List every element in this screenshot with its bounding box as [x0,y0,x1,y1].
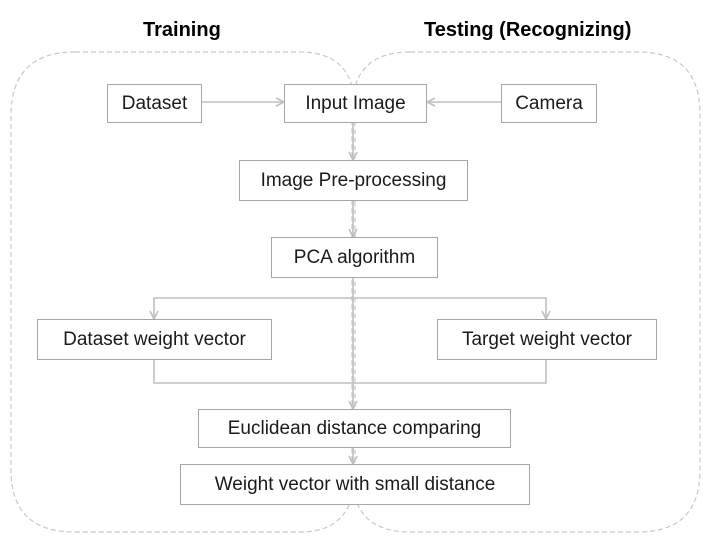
camera-node: Camera [501,84,597,123]
preprocessing-node: Image Pre-processing [239,160,468,201]
testing-region [351,51,701,533]
euclidean-distance-node: Euclidean distance comparing [198,409,511,448]
dataset-weight-vector-node: Dataset weight vector [37,319,272,360]
merge-weight-vectors-line [153,360,547,384]
training-heading: Training [143,19,221,41]
dataset-node: Dataset [107,84,202,123]
testing-heading: Testing (Recognizing) [424,19,632,41]
result-node: Weight vector with small distance [180,464,530,505]
target-weight-vector-node: Target weight vector [437,319,657,360]
input-image-node: Input Image [284,84,427,123]
arrow-pca-to-dataset-weight [149,297,353,321]
pca-node: PCA algorithm [271,237,438,278]
training-region [10,51,356,533]
arrow-pca-to-target-weight [353,297,551,321]
